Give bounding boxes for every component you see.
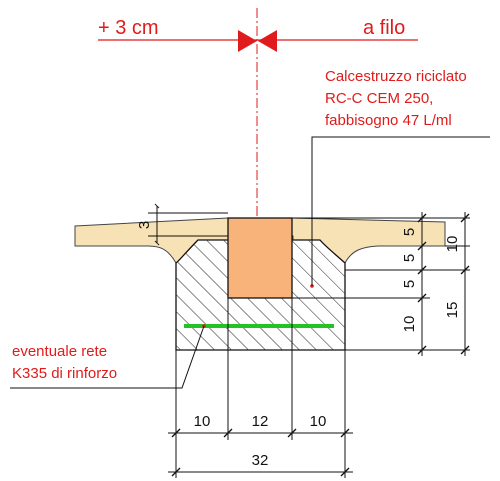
core-block bbox=[227, 217, 293, 299]
tick bbox=[460, 213, 470, 223]
inner-dim-4: 10 bbox=[401, 316, 418, 333]
mesh-note: eventuale rete K335 di rinforzo bbox=[10, 325, 205, 389]
tick bbox=[417, 241, 427, 251]
plus-3cm-label: + 3 cm bbox=[98, 17, 159, 39]
tick bbox=[287, 428, 297, 438]
tick bbox=[417, 213, 427, 223]
outer-dim-2: 15 bbox=[444, 302, 461, 319]
mesh-note-line2: K335 di rinforzo bbox=[12, 365, 117, 382]
outer-dim-1: 10 bbox=[444, 236, 461, 253]
tick bbox=[340, 467, 350, 477]
tick bbox=[340, 428, 350, 438]
tick bbox=[171, 428, 181, 438]
mesh-note-line1: eventuale rete bbox=[12, 343, 107, 360]
tick bbox=[460, 345, 470, 355]
bottom-dimensions: 10 12 10 32 bbox=[168, 298, 353, 478]
bottom-total: 32 bbox=[252, 452, 269, 469]
inner-dim-3: 5 bbox=[401, 280, 418, 288]
tick bbox=[171, 467, 181, 477]
mesh-leader-line bbox=[10, 325, 205, 389]
left-arrow-head bbox=[238, 30, 257, 52]
material-note-line2: RC-C CEM 250, bbox=[325, 90, 433, 107]
left-dimension: 3 bbox=[136, 203, 228, 246]
tick bbox=[417, 265, 427, 275]
material-note-line1: Calcestruzzo riciclato bbox=[325, 68, 467, 85]
a-filo-label: a filo bbox=[363, 17, 405, 39]
inner-dim-1: 5 bbox=[401, 228, 418, 236]
top-annotation: + 3 cm a filo bbox=[98, 8, 418, 250]
bottom-part-1: 10 bbox=[194, 413, 211, 430]
tick bbox=[417, 293, 427, 303]
material-leader-line bbox=[311, 136, 490, 286]
tick bbox=[460, 265, 470, 275]
left-dim-value: 3 bbox=[136, 221, 153, 229]
tick bbox=[223, 428, 233, 438]
right-dimensions: 5 5 5 10 10 15 bbox=[292, 212, 470, 356]
right-arrow-head bbox=[258, 30, 277, 52]
bottom-part-3: 10 bbox=[310, 413, 327, 430]
tick bbox=[417, 345, 427, 355]
inner-dim-2: 5 bbox=[401, 254, 418, 262]
concrete-section bbox=[175, 217, 346, 351]
bottom-part-2: 12 bbox=[252, 413, 269, 430]
material-note: Calcestruzzo riciclato RC-C CEM 250, fab… bbox=[311, 68, 490, 286]
material-note-line3: fabbisogno 47 L/ml bbox=[325, 112, 452, 129]
